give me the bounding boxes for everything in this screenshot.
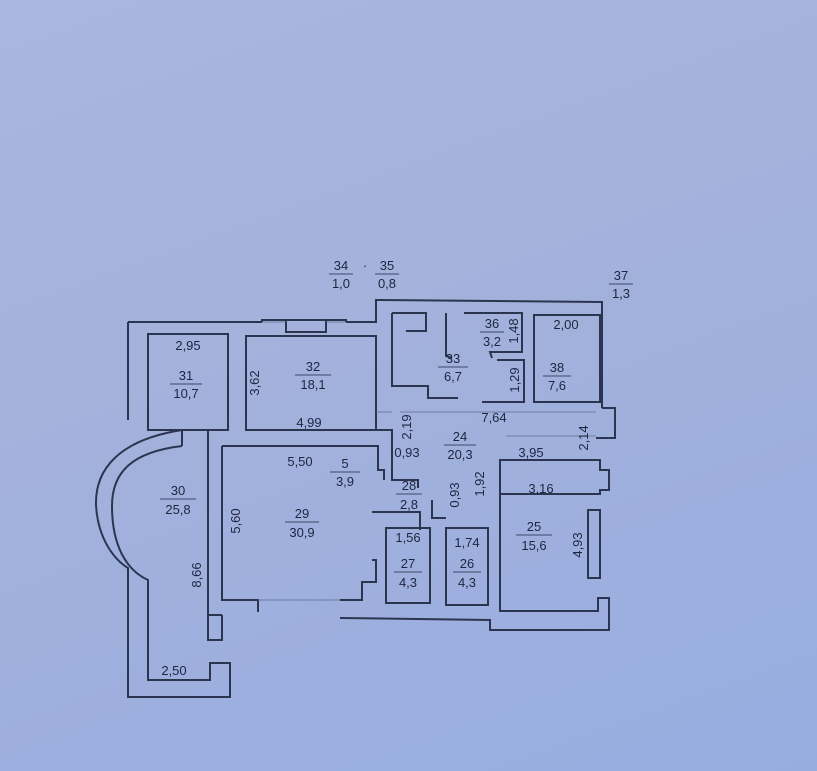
dim-5-50: 5,50 bbox=[287, 454, 312, 469]
dim-2-19: 2,19 bbox=[399, 414, 414, 439]
walls bbox=[94, 298, 616, 698]
dim-2-00: 2,00 bbox=[553, 317, 578, 332]
dim-2-14: 2,14 bbox=[576, 425, 591, 450]
svg-text:25: 25 bbox=[527, 519, 541, 534]
room-30: 30 25,8 bbox=[160, 483, 196, 517]
outside-label-37: 37 1,3 bbox=[609, 268, 633, 301]
dimensions: 2,95 3,62 4,99 1,48 1,29 2,00 2,19 0,93 … bbox=[161, 317, 591, 678]
svg-text:3,2: 3,2 bbox=[483, 334, 501, 349]
dim-0-93-a: 0,93 bbox=[394, 445, 419, 460]
svg-text:30: 30 bbox=[171, 483, 185, 498]
dim-1-29: 1,29 bbox=[507, 367, 522, 392]
svg-text:32: 32 bbox=[306, 359, 320, 374]
dim-8-66: 8,66 bbox=[189, 562, 204, 587]
room-32: 32 18,1 bbox=[295, 359, 331, 392]
room-27: 27 4,3 bbox=[394, 556, 422, 590]
svg-text:26: 26 bbox=[460, 556, 474, 571]
svg-text:20,3: 20,3 bbox=[447, 447, 472, 462]
svg-text:37: 37 bbox=[614, 268, 628, 283]
dim-4-93: 4,93 bbox=[570, 532, 585, 557]
dim-1-56: 1,56 bbox=[395, 530, 420, 545]
room-38: 38 7,6 bbox=[543, 360, 571, 393]
dim-1-92: 1,92 bbox=[472, 471, 487, 496]
svg-text:7,6: 7,6 bbox=[548, 378, 566, 393]
room-5: 5 3,9 bbox=[330, 456, 360, 489]
dim-5-60: 5,60 bbox=[228, 508, 243, 533]
room-24: 24 20,3 bbox=[444, 429, 476, 462]
svg-text:33: 33 bbox=[446, 351, 460, 366]
svg-text:35: 35 bbox=[380, 258, 394, 273]
svg-text:5: 5 bbox=[341, 456, 348, 471]
dim-2-95: 2,95 bbox=[175, 338, 200, 353]
svg-text:0,8: 0,8 bbox=[378, 276, 396, 291]
svg-text:34: 34 bbox=[334, 258, 348, 273]
svg-text:1,0: 1,0 bbox=[332, 276, 350, 291]
svg-text:4,3: 4,3 bbox=[399, 575, 417, 590]
svg-text:27: 27 bbox=[401, 556, 415, 571]
dim-3-95: 3,95 bbox=[518, 445, 543, 460]
dim-7-64: 7,64 bbox=[481, 410, 506, 425]
svg-text:2,8: 2,8 bbox=[400, 497, 418, 512]
svg-text:28: 28 bbox=[402, 478, 416, 493]
room-26: 26 4,3 bbox=[453, 556, 481, 590]
svg-text:15,6: 15,6 bbox=[521, 538, 546, 553]
dim-1-74: 1,74 bbox=[454, 535, 479, 550]
dim-3-16: 3,16 bbox=[528, 481, 553, 496]
svg-text:31: 31 bbox=[179, 368, 193, 383]
outside-label-35: 35 0,8 bbox=[375, 258, 399, 291]
room-25: 25 15,6 bbox=[516, 519, 552, 553]
room-31: 31 10,7 bbox=[170, 368, 202, 401]
svg-text:30,9: 30,9 bbox=[289, 525, 314, 540]
dim-2-50: 2,50 bbox=[161, 663, 186, 678]
svg-text:1,3: 1,3 bbox=[612, 286, 630, 301]
svg-text:10,7: 10,7 bbox=[173, 386, 198, 401]
dim-0-93-b: 0,93 bbox=[447, 482, 462, 507]
separator-dot: · bbox=[363, 258, 367, 273]
room-36: 36 3,2 bbox=[480, 316, 504, 349]
room-28: 28 2,8 bbox=[396, 478, 422, 512]
svg-text:29: 29 bbox=[295, 506, 309, 521]
svg-text:6,7: 6,7 bbox=[444, 369, 462, 384]
svg-text:36: 36 bbox=[485, 316, 499, 331]
svg-text:18,1: 18,1 bbox=[300, 377, 325, 392]
dim-1-48: 1,48 bbox=[506, 318, 521, 343]
svg-text:38: 38 bbox=[550, 360, 564, 375]
room-33: 33 6,7 bbox=[438, 351, 468, 384]
dim-4-99: 4,99 bbox=[296, 415, 321, 430]
svg-text:3,9: 3,9 bbox=[336, 474, 354, 489]
outside-label-34: 34 1,0 bbox=[329, 258, 353, 291]
svg-text:25,8: 25,8 bbox=[165, 502, 190, 517]
room-29: 29 30,9 bbox=[285, 506, 319, 540]
svg-text:24: 24 bbox=[453, 429, 467, 444]
dim-3-62: 3,62 bbox=[247, 370, 262, 395]
svg-text:4,3: 4,3 bbox=[458, 575, 476, 590]
